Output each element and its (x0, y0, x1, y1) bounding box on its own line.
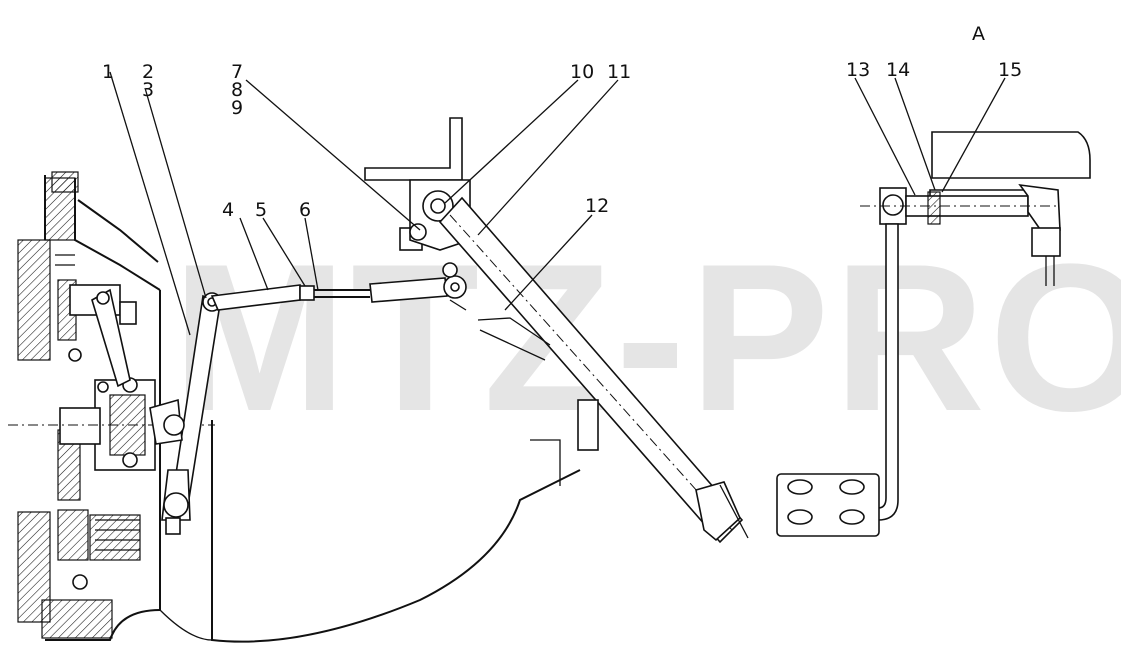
callout-5: 5 (255, 199, 267, 221)
release-fork-lever (149, 292, 222, 535)
leader-lines (109, 71, 1006, 336)
callout-6: 6 (299, 199, 311, 221)
callout-2: 2 (142, 61, 154, 83)
linkage-rod (210, 262, 467, 311)
callout-15: 15 (998, 59, 1022, 81)
callout-13: 13 (846, 59, 870, 81)
callout-3: 3 (142, 79, 154, 101)
callout-4: 4 (222, 199, 234, 221)
callout-10: 10 (570, 61, 594, 83)
view-a-detail (776, 131, 1091, 537)
callout-7: 7 (231, 61, 243, 83)
callout-14: 14 (886, 59, 910, 81)
callout-12: 12 (585, 195, 609, 217)
callout-8: 8 (231, 79, 243, 101)
clutch-housing (8, 171, 581, 643)
callout-1: 1 (102, 61, 114, 83)
callout-9: 9 (231, 97, 243, 119)
callout-11: 11 (607, 61, 631, 83)
view-label-a: A (972, 23, 985, 45)
pedal-assembly (364, 117, 749, 544)
